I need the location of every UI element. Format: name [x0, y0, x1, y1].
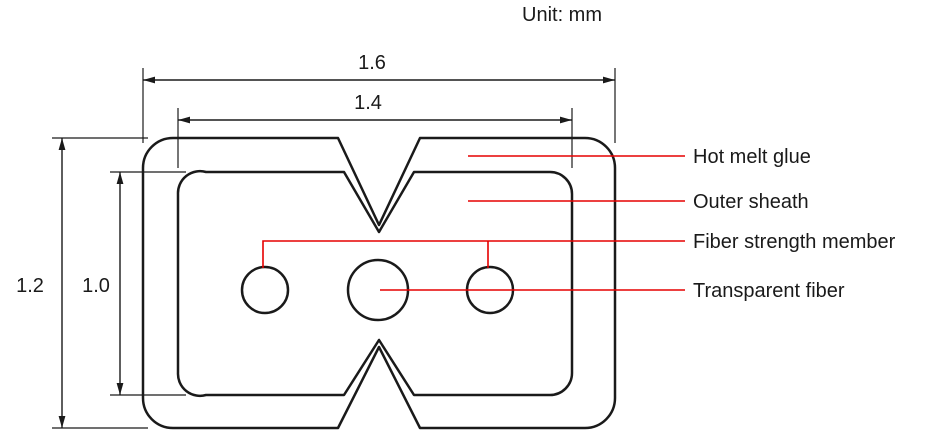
- dimension-label-inner-height: 1.0: [82, 275, 110, 297]
- hot-melt-glue-outline: [141, 136, 617, 430]
- callout-label-outer-sheath: Outer sheath: [693, 191, 809, 213]
- fiber-strength-member-left-circle: [240, 265, 290, 315]
- outer-sheath-outline: [176, 169, 574, 398]
- dimension-label-inner-width: 1.4: [354, 92, 382, 114]
- callout-label-fiber-strength-member: Fiber strength member: [693, 231, 896, 253]
- dimension-outer-width: 1.6: [142, 52, 616, 143]
- dimension-inner-width: 1.4: [177, 92, 573, 168]
- dimension-label-outer-width: 1.6: [358, 52, 386, 74]
- unit-label: Unit: mm: [522, 4, 602, 26]
- dimension-label-outer-height: 1.2: [16, 275, 44, 297]
- dimension-inner-height: 1.0: [82, 171, 186, 396]
- callout-label-hot-melt-glue: Hot melt glue: [693, 146, 811, 168]
- callout-label-transparent-fiber: Transparent fiber: [693, 280, 845, 302]
- leader-line-fiber-strength-member: [262, 240, 685, 268]
- dimension-outer-height: 1.2: [16, 137, 148, 429]
